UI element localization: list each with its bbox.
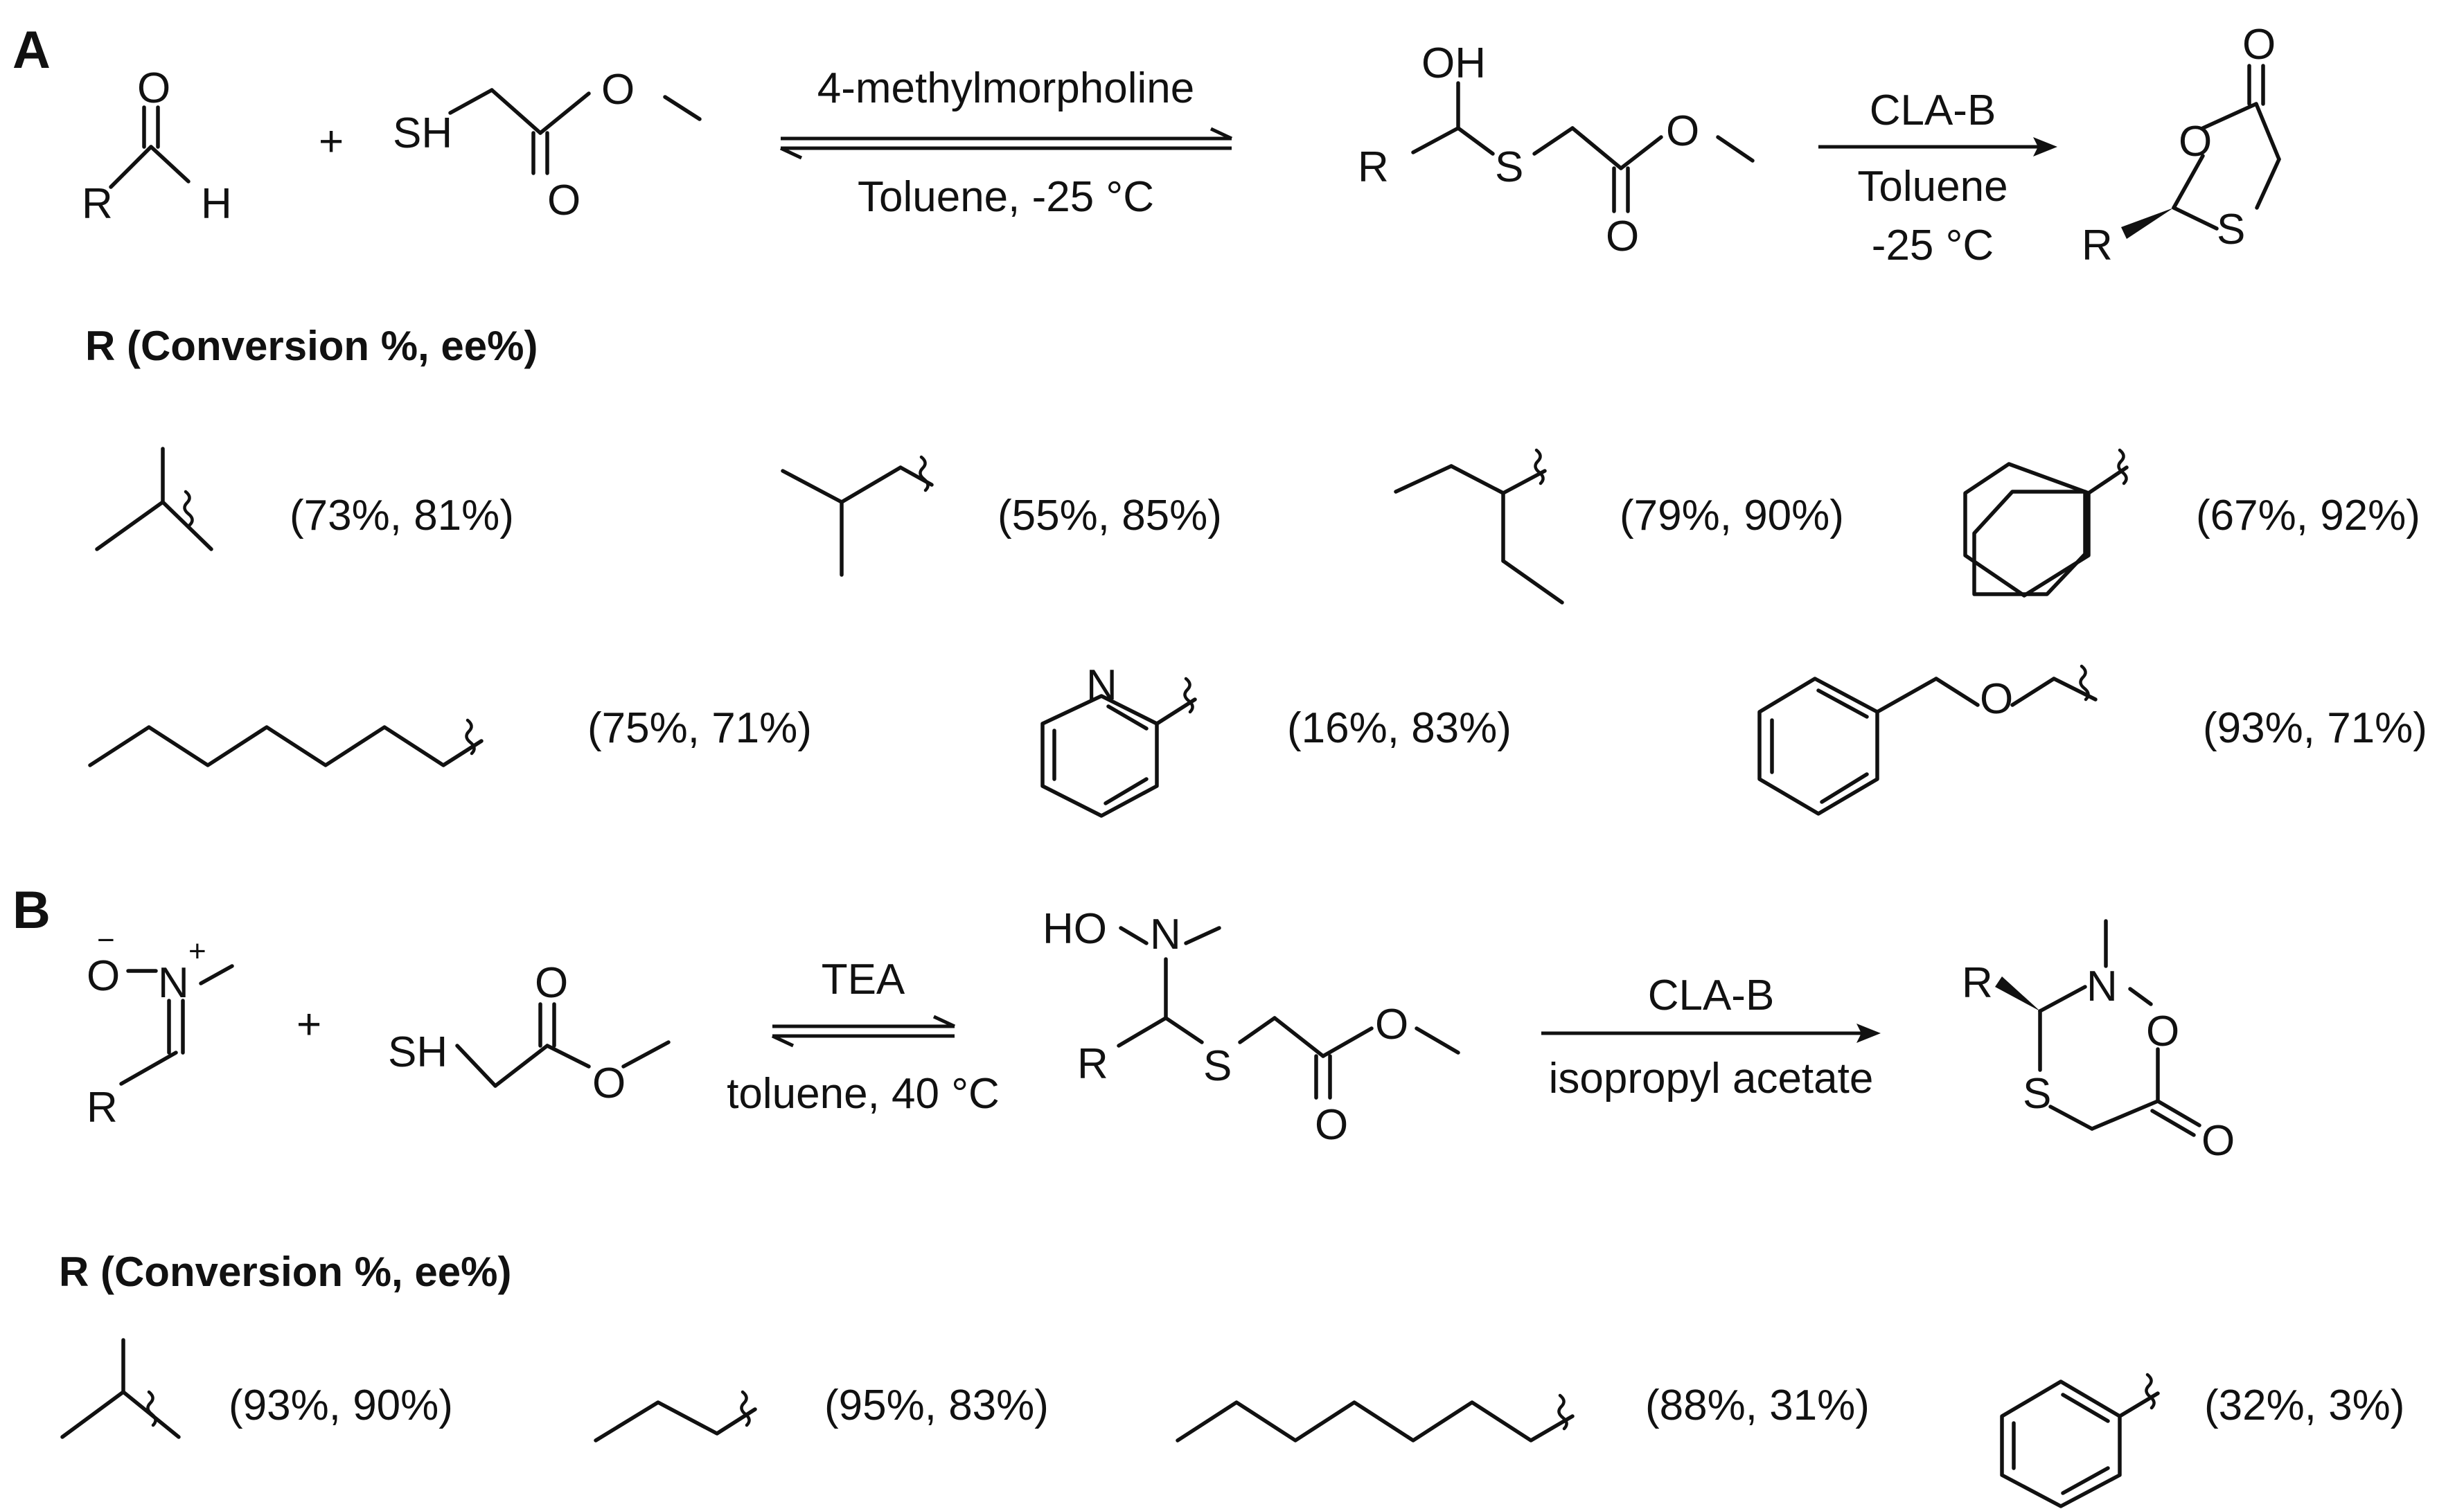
step2-above-a: CLA-B [1870, 87, 1996, 134]
benzyloxymethyl-structure-a: O [1757, 664, 2098, 816]
aldehyde-H: H [201, 180, 232, 228]
hemithioacetal-intermediate: OH R S O O [1358, 39, 1755, 260]
results-heading-b: R (Conversion %, ee%) [59, 1249, 511, 1295]
results-heading-a: R (Conversion %, ee%) [85, 323, 538, 369]
step1-below-a: Toluene, -25 °C [858, 173, 1154, 221]
prod-R-b: R [1962, 959, 1993, 1007]
nitrone-O: O [87, 952, 120, 1000]
aldehyde-O: O [137, 64, 170, 112]
nitrone-R: R [87, 1084, 118, 1132]
hydroxylamine-intermediate: HO N R S O O [1043, 905, 1460, 1149]
prod-R-a: R [2082, 222, 2113, 269]
prod-S-a: S [2217, 206, 2245, 253]
result-value-a5: (75%, 71%) [587, 704, 812, 752]
heptyl-structure-a [88, 718, 484, 767]
equilibrium-arrow-b [771, 1015, 956, 1048]
int-O-single-a: O [1666, 107, 1699, 155]
isopropyl-structure-a [95, 447, 213, 551]
isopropyl-structure-b [60, 1338, 181, 1439]
step2-below-b: isopropyl acetate [1549, 1055, 1874, 1102]
step1-below-b: toluene, 40 °C [727, 1070, 1000, 1118]
plus-sign-a: + [319, 118, 344, 166]
step1-above-a: 4-methylmorpholine [817, 64, 1194, 112]
phenyl-structure-b [2000, 1373, 2160, 1508]
propyl-structure-b [594, 1390, 757, 1443]
step2-below2-a: -25 °C [1872, 222, 1994, 269]
isobutyl-structure-a [781, 455, 934, 577]
thiol-SH-a: SH [393, 109, 452, 157]
thiol-SH-b: SH [388, 1028, 447, 1076]
int-N-b: N [1150, 911, 1181, 958]
cyclohexyl-structure-a [1963, 448, 2129, 598]
int-S-a: S [1495, 143, 1523, 191]
prod-N-b: N [2086, 963, 2118, 1010]
nitrone-minus: − [97, 923, 115, 957]
result-value-a1: (73%, 81%) [290, 492, 514, 539]
nitrone-plus: + [188, 934, 206, 968]
panel-a-label: A [12, 21, 51, 80]
result-value-a7: (93%, 71%) [2203, 704, 2427, 752]
reaction-arrow-b2 [1541, 1024, 1881, 1043]
int-O-double-a: O [1606, 213, 1639, 260]
ester-O-single-b: O [592, 1060, 626, 1107]
step2-above-b: CLA-B [1648, 972, 1775, 1019]
nitrone-N: N [158, 959, 189, 1007]
int-R-a: R [1358, 143, 1389, 191]
result-value-b1: (93%, 90%) [229, 1382, 453, 1429]
int-OH: OH [1421, 39, 1486, 87]
ester-O-single-a: O [601, 66, 635, 114]
result-value-a4: (67%, 92%) [2196, 492, 2420, 539]
result-value-a2: (55%, 85%) [998, 492, 1222, 539]
int-R-b: R [1077, 1040, 1108, 1088]
result-value-b4: (32%, 3%) [2204, 1382, 2404, 1429]
equilibrium-arrow-a [779, 127, 1233, 160]
result-value-b3: (88%, 31%) [1645, 1382, 1870, 1429]
result-value-a3: (79%, 90%) [1620, 492, 1844, 539]
prod-O-carbonyl-a: O [2242, 21, 2276, 69]
aldehyde-R: R [82, 180, 113, 228]
int-S-b: S [1203, 1042, 1232, 1090]
prod-S-b: S [2023, 1070, 2051, 1118]
prod-O-ring-b: O [2146, 1008, 2179, 1055]
int-O-double-b: O [1315, 1101, 1348, 1149]
nitrone-structure: O − + N R [87, 923, 234, 1132]
panel-b-label: B [12, 881, 51, 940]
oxathiazinanone-product: R N O S O [1962, 919, 2235, 1165]
plus-sign-b: + [296, 1001, 321, 1048]
prod-O-ring-a: O [2179, 118, 2212, 166]
ether-O: O [1980, 675, 2013, 723]
aldehyde-structure: O R H [82, 64, 232, 228]
heptyl-structure-b [1176, 1393, 1575, 1443]
result-value-b2: (95%, 83%) [824, 1382, 1049, 1429]
result-value-a6: (16%, 83%) [1287, 704, 1512, 752]
oxathiolanone-product: O O S R [2082, 21, 2281, 269]
pentan-3-yl-structure-a [1394, 448, 1564, 605]
step1-above-b: TEA [822, 956, 905, 1003]
int-HO: HO [1043, 905, 1107, 953]
pyridyl-structure-a: N [1040, 661, 1197, 818]
methyl-thioglycolate-b: SH O O [388, 959, 671, 1107]
reaction-arrow-a2 [1818, 137, 2057, 157]
ester-O-double-b: O [535, 959, 568, 1007]
methyl-thioglycolate-a: SH O O [393, 66, 702, 224]
step2-below1-a: Toluene [1857, 163, 2007, 211]
pyridine-N: N [1086, 661, 1117, 709]
ester-O-double-a: O [547, 177, 580, 224]
prod-O-carbonyl-b: O [2201, 1117, 2235, 1165]
int-O-single-b: O [1375, 1001, 1408, 1048]
